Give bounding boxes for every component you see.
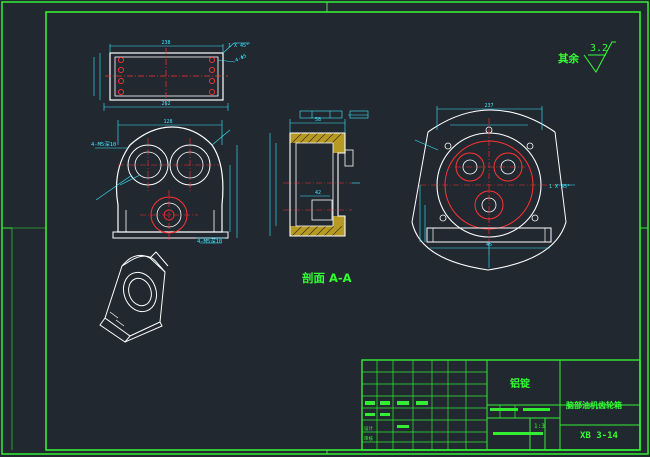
top-view: 238 262 1 X 45° 4-Φ5: [93, 40, 250, 111]
row-label-design: 设计: [364, 425, 373, 432]
front-holes-bottom-note: 4-M5深10: [197, 237, 222, 245]
top-holes-note: 4-Φ5: [234, 53, 247, 64]
scale-label: 1:3: [534, 423, 545, 430]
drawing-number-label: XB 3-14: [580, 431, 619, 441]
front-holes-top-note: 4-M5深10: [91, 140, 116, 148]
right-dim-45: 45: [486, 242, 492, 248]
front-view: 4-M5深10 4-M5深10 128: [91, 119, 238, 245]
top-chamfer-note: 1 X 45°: [228, 43, 249, 49]
row-label-review: 审核: [364, 435, 373, 442]
section-view: 58 42 剖面 A-A: [269, 110, 369, 285]
top-width-dim: 238: [161, 40, 170, 46]
right-width-dim: 237: [484, 103, 493, 109]
section-label: 剖面 A-A: [302, 271, 352, 285]
top-overall-dim: 262: [161, 101, 170, 107]
roughness-prefix: 其余: [558, 52, 579, 65]
section-dim-42: 42: [315, 190, 321, 196]
part-name-label: 脑部油机齿轮箱: [565, 400, 622, 410]
front-width-dim: 128: [163, 119, 172, 125]
right-view: 237 1 X 45° 45: [411, 103, 575, 271]
roughness-symbol: 其余 3.2: [558, 41, 616, 73]
roughness-value: 3.2: [590, 43, 608, 54]
material-label: 铝锭: [510, 377, 530, 390]
title-block: [361, 359, 641, 451]
section-dim-58: 58: [315, 117, 321, 123]
isometric-view: [99, 251, 169, 343]
right-chamfer-note: 1 X 45°: [549, 184, 570, 190]
